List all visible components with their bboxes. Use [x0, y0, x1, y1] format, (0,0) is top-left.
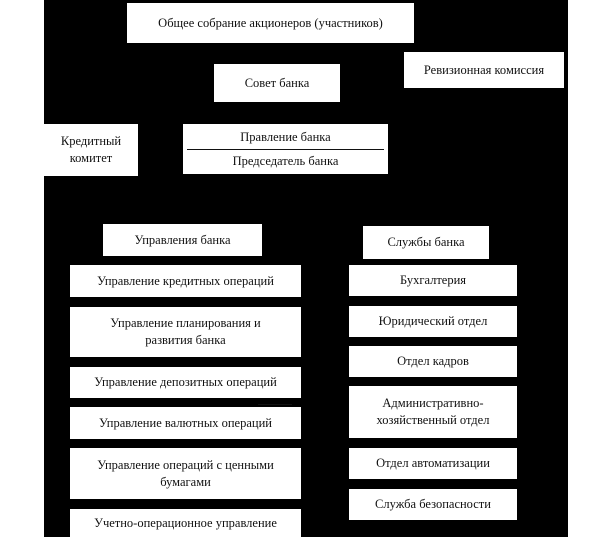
- department-label: Управление операций с ценными: [97, 457, 274, 472]
- department-label: бумагами: [160, 474, 211, 489]
- board-divider: [187, 148, 384, 150]
- department-box: Управление кредитных операций: [70, 265, 301, 297]
- department-box: Учетно-операционное управление: [70, 509, 301, 537]
- department-box: Управление депозитных операций: [70, 367, 301, 398]
- department-label: Управление депозитных операций: [94, 375, 277, 390]
- credit-committee-line-2: комитет: [69, 151, 113, 165]
- credit-committee-line-1: Кредитный: [60, 134, 122, 149]
- board-label: Правление банка: [240, 129, 331, 144]
- services-header-box: Службы банка: [363, 226, 489, 259]
- service-box: Отдел кадров: [349, 346, 517, 377]
- department-label: Управление валютных операций: [99, 415, 272, 430]
- department-overline-mark: [258, 404, 292, 405]
- general-meeting-box: Общее собрание акционеров (участников): [127, 3, 414, 43]
- credit-committee-box: Кредитный комитет: [44, 124, 138, 176]
- service-box: Административно- хозяйственный отдел: [349, 386, 517, 438]
- service-box: Служба безопасности: [349, 489, 517, 520]
- service-label: Отдел автоматизации: [376, 456, 490, 471]
- audit-commission-label: Ревизионная комиссия: [423, 62, 545, 77]
- board-box: Правление банка Председатель банка: [183, 124, 388, 174]
- department-label: Управление планирования и: [110, 316, 261, 331]
- chairman-label: Председатель банка: [232, 153, 339, 168]
- department-label: Учетно-операционное управление: [94, 515, 277, 530]
- departments-header-label: Управления банка: [134, 232, 231, 247]
- council-label: Совет банка: [244, 75, 310, 90]
- department-box: Управление операций с ценными бумагами: [70, 448, 301, 499]
- departments-header-box: Управления банка: [103, 224, 262, 256]
- service-label: Административно-: [382, 396, 484, 411]
- service-label: Служба безопасности: [375, 497, 491, 512]
- council-box: Совет банка: [214, 64, 340, 102]
- general-meeting-label: Общее собрание акционеров (участников): [158, 15, 383, 30]
- service-label: Бухгалтерия: [399, 273, 467, 288]
- service-box: Отдел автоматизации: [349, 448, 517, 479]
- department-box: Управление валютных операций: [70, 407, 301, 439]
- department-box: Управление планирования и развития банка: [70, 307, 301, 357]
- service-label: Отдел кадров: [397, 354, 469, 369]
- department-label: Управление кредитных операций: [97, 273, 274, 288]
- service-box: Юридический отдел: [349, 306, 517, 337]
- services-header-label: Службы банка: [387, 235, 465, 250]
- department-label: развития банка: [145, 333, 226, 347]
- audit-commission-box: Ревизионная комиссия: [404, 52, 564, 88]
- service-label: хозяйственный отдел: [376, 413, 490, 427]
- service-box: Бухгалтерия: [349, 265, 517, 296]
- service-label: Юридический отдел: [378, 314, 488, 329]
